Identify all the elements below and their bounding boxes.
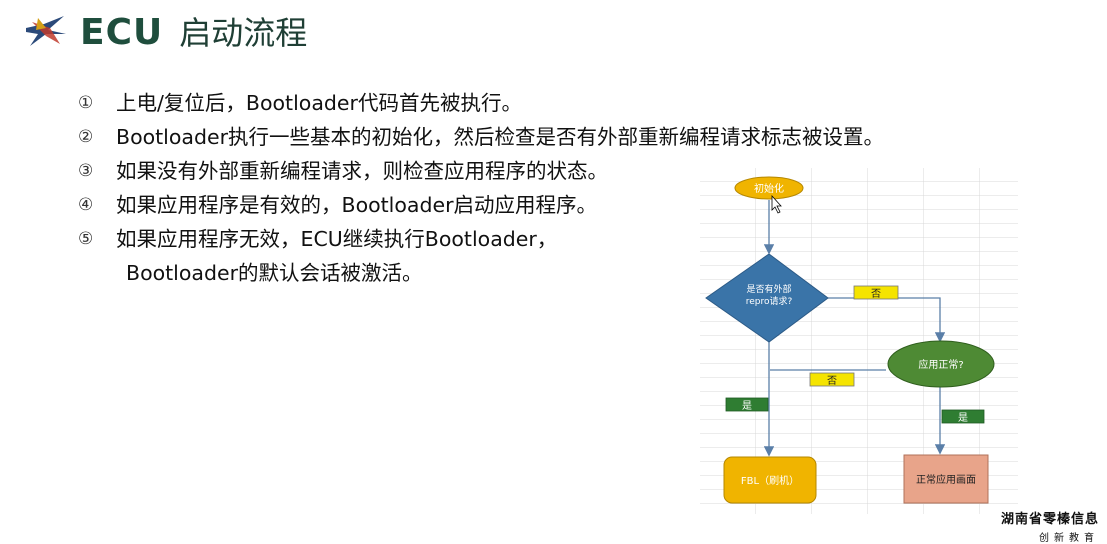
step-text: 如果应用程序是有效的，Bootloader启动应用程序。 bbox=[116, 193, 598, 217]
decision-repro-line2: repro请求? bbox=[746, 295, 793, 307]
step-item: ③ 如果没有外部重新编程请求，则检查应用程序的状态。 bbox=[78, 156, 1038, 190]
step-text: 如果应用程序无效，ECU继续执行Bootloader， bbox=[116, 227, 558, 251]
decision-repro-line1: 是否有外部 bbox=[746, 283, 791, 295]
tag-yes-2-label: 是 bbox=[958, 412, 968, 424]
page-title: ECU 启动流程 bbox=[80, 8, 307, 56]
flowchart: 初始化 是否有外部 repro请求? 否 应用正常? 否 是 是 FBL（刷机）… bbox=[700, 168, 1018, 514]
start-node bbox=[734, 176, 804, 200]
step-item: ④ 如果应用程序是有效的，Bootloader启动应用程序。 bbox=[78, 190, 1038, 224]
step-list: ① 上电/复位后，Bootloader代码首先被执行。 ② Bootloader… bbox=[78, 88, 1038, 292]
tag-yes-2 bbox=[941, 409, 985, 424]
step-number: ④ bbox=[78, 195, 94, 215]
logo-icon bbox=[24, 14, 68, 50]
tag-yes-1-label: 是 bbox=[742, 400, 752, 412]
step-item: ① 上电/复位后，Bootloader代码首先被执行。 bbox=[78, 88, 1038, 122]
step-text: Bootloader执行一些基本的初始化，然后检查是否有外部重新编程请求标志被设… bbox=[116, 125, 885, 149]
step-number: ③ bbox=[78, 161, 94, 181]
decision-app bbox=[887, 340, 995, 388]
title-subtitle: 启动流程 bbox=[179, 14, 308, 52]
step-text: 上电/复位后，Bootloader代码首先被执行。 bbox=[116, 91, 522, 115]
box-app-label: 正常应用画面 bbox=[916, 473, 976, 486]
decision-app-label: 应用正常? bbox=[918, 358, 963, 371]
box-app bbox=[903, 454, 989, 504]
decision-repro bbox=[705, 253, 829, 343]
step-number: ② bbox=[78, 127, 94, 147]
brand-line1: 湖南省零榛信息 bbox=[1000, 512, 1099, 527]
box-fbl bbox=[723, 456, 817, 504]
step-text: 如果没有外部重新编程请求，则检查应用程序的状态。 bbox=[116, 159, 608, 183]
title-ecu: ECU bbox=[80, 12, 164, 53]
tag-no-1-label: 否 bbox=[871, 288, 881, 300]
tag-no-1 bbox=[853, 285, 899, 300]
step-number: ⑤ bbox=[78, 229, 94, 249]
box-fbl-label: FBL（刷机） bbox=[741, 474, 799, 487]
brand-line2: 创新教育 bbox=[1039, 533, 1099, 544]
step-text: Bootloader的默认会话被激活。 bbox=[126, 261, 423, 285]
tag-yes-1 bbox=[725, 397, 769, 412]
tag-no-2-label: 否 bbox=[827, 375, 837, 387]
cursor-icon bbox=[771, 194, 782, 214]
step-item: ② Bootloader执行一些基本的初始化，然后检查是否有外部重新编程请求标志… bbox=[78, 122, 1038, 156]
step-item: ⑤ 如果应用程序无效，ECU继续执行Bootloader， bbox=[78, 224, 1038, 258]
step-item-continuation: Bootloader的默认会话被激活。 bbox=[78, 258, 1038, 292]
step-number: ① bbox=[78, 93, 94, 113]
start-label: 初始化 bbox=[754, 182, 784, 195]
brand-watermark: 湖南省零榛信息 创新教育 bbox=[1001, 508, 1099, 544]
tag-no-2 bbox=[809, 372, 855, 387]
